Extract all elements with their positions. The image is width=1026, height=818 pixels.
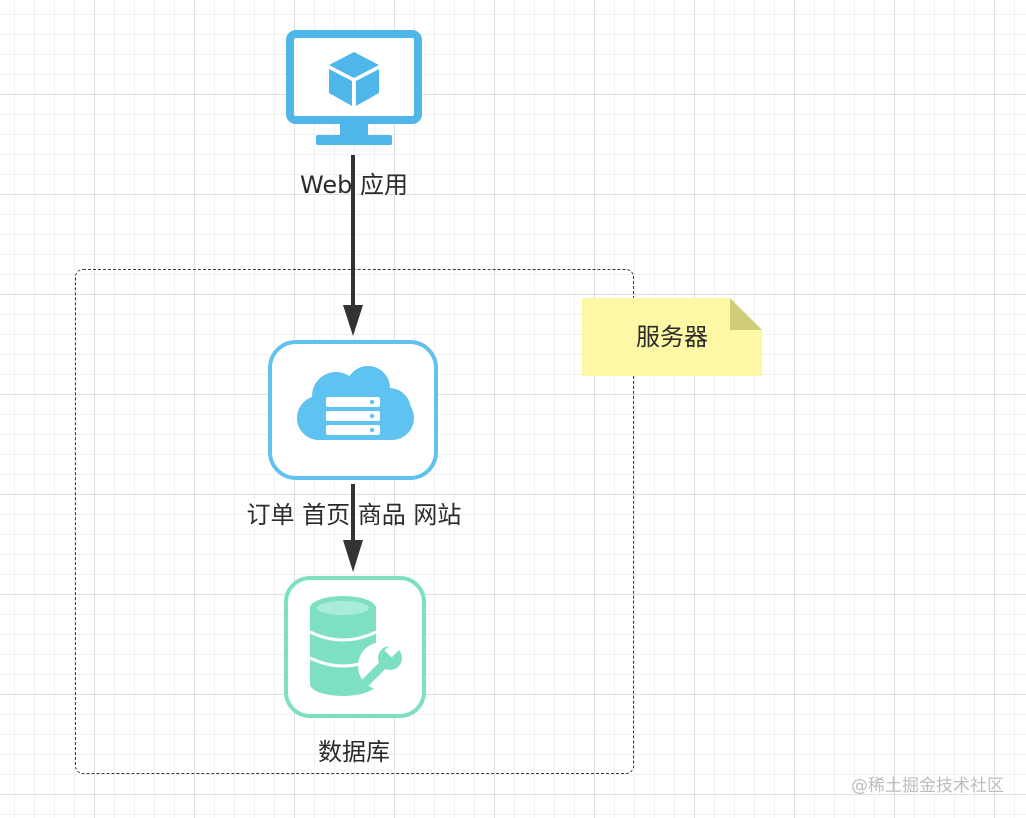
web-app-label: Web 应用 bbox=[300, 171, 408, 199]
database-wrench-icon[interactable] bbox=[282, 574, 428, 720]
server-rack-icon bbox=[326, 397, 380, 435]
sticky-note-label: 服务器 bbox=[636, 323, 708, 351]
edge-server-to-database[interactable] bbox=[343, 484, 363, 572]
sticky-note[interactable]: 服务器 bbox=[582, 298, 762, 376]
wrench-icon bbox=[358, 640, 406, 690]
monitor-cube-icon[interactable] bbox=[286, 30, 422, 150]
cloud-server-icon[interactable] bbox=[266, 338, 440, 482]
watermark: @稀土掘金技术社区 bbox=[851, 776, 1004, 796]
cube-icon bbox=[329, 52, 379, 106]
sticky-note-shape bbox=[582, 298, 762, 376]
edge-web-to-server[interactable] bbox=[343, 155, 363, 336]
database-label: 数据库 bbox=[318, 738, 390, 766]
server-label: 订单 首页 商品 网站 bbox=[246, 501, 462, 529]
